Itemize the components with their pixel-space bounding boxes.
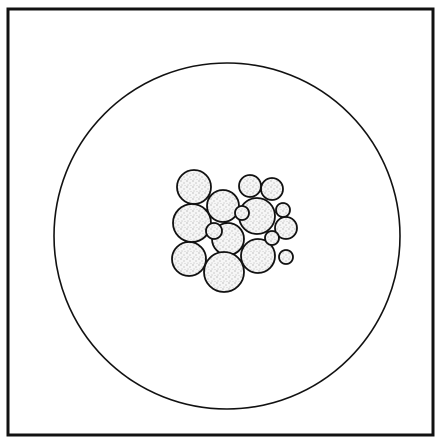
bubble-2 — [207, 190, 239, 222]
bubble-12 — [204, 252, 244, 292]
bubble-14 — [206, 223, 222, 239]
bubble-4 — [261, 178, 283, 200]
bubble-10 — [172, 242, 206, 276]
bubble-6 — [173, 204, 211, 242]
bubble-5 — [276, 203, 290, 217]
bubble-3 — [239, 175, 261, 197]
bubble-cluster — [172, 170, 297, 292]
bubble-16 — [265, 231, 279, 245]
bubble-1 — [177, 170, 211, 204]
bubble-15 — [235, 206, 249, 220]
bubble-13 — [279, 250, 293, 264]
